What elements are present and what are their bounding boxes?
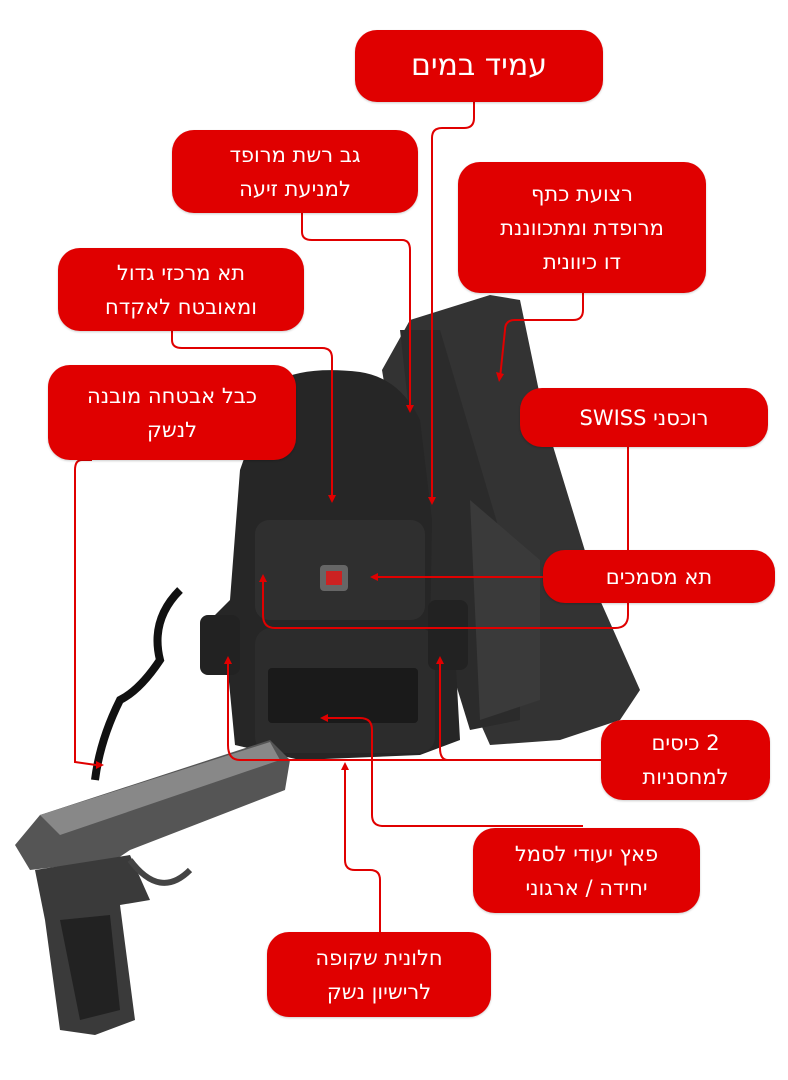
callout-line: דו כיוונית bbox=[543, 249, 622, 274]
callout-mag-pockets: 2 כיסים למחסניות bbox=[601, 720, 770, 800]
callout-line: לרישיון נשק bbox=[326, 979, 432, 1004]
arrowheads bbox=[96, 372, 504, 770]
callout-line: 2 כיסים bbox=[651, 731, 720, 755]
callout-line: חלונית שקופה bbox=[315, 945, 443, 970]
callout-line: תא מסמכים bbox=[605, 564, 713, 589]
callout-line: פאץ יעודי לסמל bbox=[514, 841, 659, 866]
callout-line: רוכסני SWISS bbox=[579, 405, 709, 430]
callout-line: גב רשת מרופד bbox=[229, 142, 361, 167]
leader-lines bbox=[74, 102, 629, 932]
callout-line: יחידה / ארגוני bbox=[525, 875, 648, 900]
callout-shoulder-strap: רצועת כתף מרופדת ומתכווננת דו כיוונית bbox=[458, 162, 706, 293]
pistol-graphic bbox=[15, 740, 290, 1035]
callout-waterproof: עמיד במים bbox=[355, 30, 603, 102]
callout-license-window: חלונית שקופה לרישיון נשק bbox=[267, 932, 491, 1017]
callout-line: למניעת זיעה bbox=[239, 176, 351, 201]
callout-line: ומאובטח לאקדח bbox=[105, 294, 257, 319]
callout-zippers: רוכסני SWISS bbox=[520, 388, 768, 447]
callout-line: עמיד במים bbox=[410, 48, 548, 83]
backpack-graphic bbox=[91, 370, 468, 781]
callout-line: תא מרכזי גדול bbox=[116, 260, 246, 285]
callout-line: מרופדת ומתכווננת bbox=[500, 215, 664, 240]
callout-line: כבל אבטחה מובנה bbox=[86, 383, 258, 408]
callout-main-compartment: תא מרכזי גדול ומאובטח לאקדח bbox=[58, 248, 304, 331]
callout-line: לנשק bbox=[146, 417, 198, 442]
callout-line: רצועת כתף bbox=[531, 181, 633, 206]
callout-documents: תא מסמכים bbox=[543, 550, 775, 603]
callout-security-cable: כבל אבטחה מובנה לנשק bbox=[48, 365, 296, 460]
callout-line: למחסניות bbox=[642, 765, 729, 789]
callout-mesh-back: גב רשת מרופד למניעת זיעה bbox=[172, 130, 418, 213]
callout-patch: פאץ יעודי לסמל יחידה / ארגוני bbox=[473, 828, 700, 913]
